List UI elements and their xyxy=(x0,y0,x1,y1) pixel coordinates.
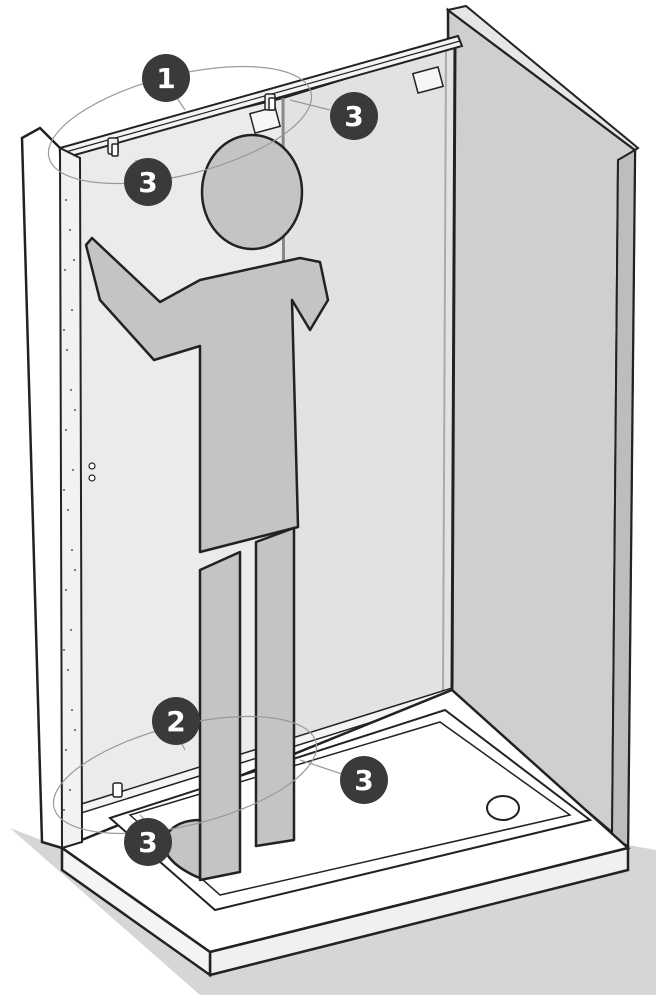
bottom-roller xyxy=(113,783,122,797)
callout-2: 2 xyxy=(152,697,200,745)
wall-screw-lower xyxy=(89,475,95,481)
drain xyxy=(487,796,519,820)
callout-3-bottom-right-label: 3 xyxy=(354,764,373,797)
callout-2-label: 2 xyxy=(166,705,185,738)
figure-left-leg xyxy=(200,552,240,880)
figure-right-leg xyxy=(256,528,294,846)
callout-1-label: 1 xyxy=(156,62,175,95)
callout-3-bottom-left: 3 xyxy=(124,818,172,866)
callout-3-bottom-left-label: 3 xyxy=(138,826,157,859)
callout-1: 1 xyxy=(142,54,190,102)
callout-3-bottom-right: 3 xyxy=(340,756,388,804)
callout-3-top-left: 3 xyxy=(124,158,172,206)
callout-3-top-right-label: 3 xyxy=(344,100,363,133)
callout-3-top-left-label: 3 xyxy=(138,166,157,199)
wall-screw-upper xyxy=(89,463,95,469)
callout-3-top-right: 3 xyxy=(330,92,378,140)
